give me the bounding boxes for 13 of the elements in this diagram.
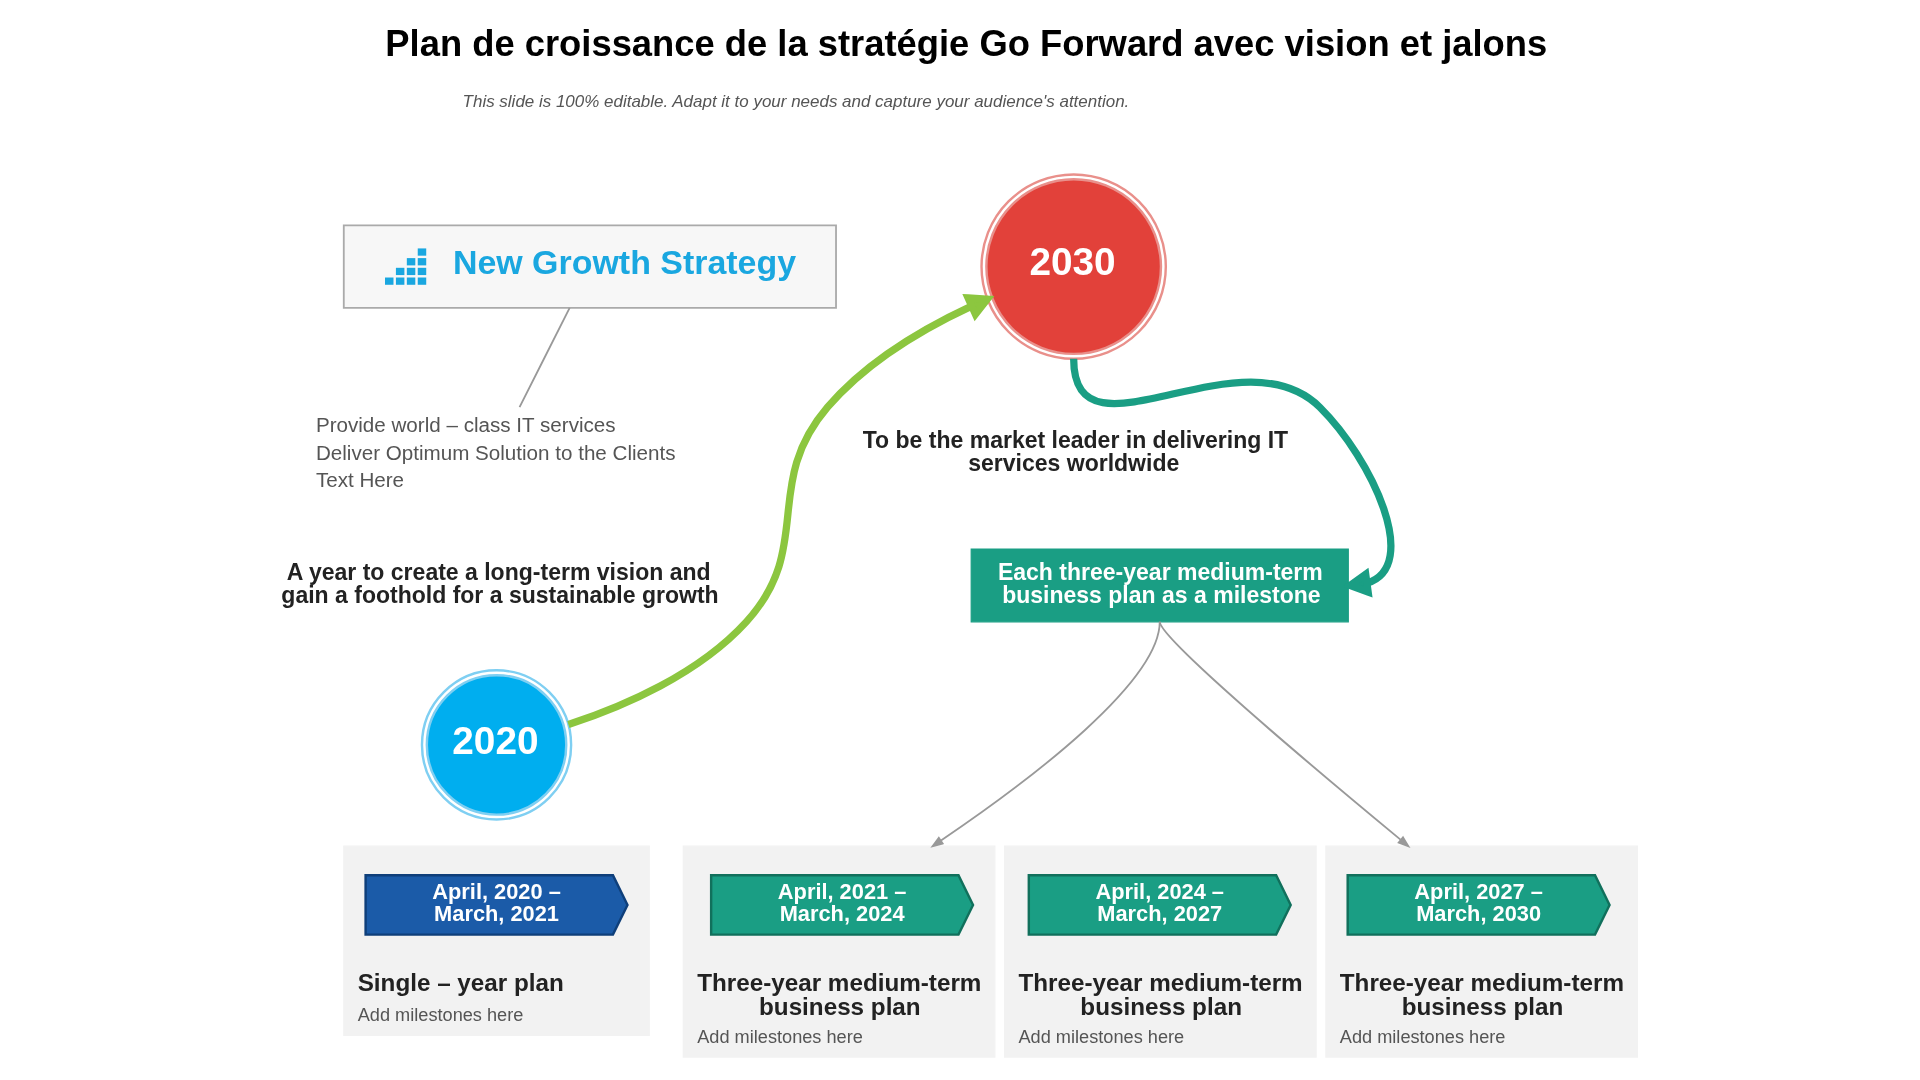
node-label: To be the market leader in delivering IT services worldwide xyxy=(862,427,1289,477)
node-text: Provide world – class IT services Deliver Optimum Solution to the Clients Text Here xyxy=(315,412,676,492)
node-box: Each three-year medium-term business plan as a milestone xyxy=(970,548,1349,623)
node-circle: 2020 xyxy=(420,669,573,821)
diagram-title: Plan de croissance de la stratégie Go Forward avec vision et jalons xyxy=(385,23,1548,65)
arrow xyxy=(1070,358,1395,598)
arrow xyxy=(567,293,995,728)
node-label: A year to create a long-term vision and gain a foothold for a sustainable growth xyxy=(281,558,719,608)
arrow xyxy=(1158,620,1411,848)
node-circle: 2030 xyxy=(980,173,1167,360)
connector xyxy=(518,307,571,409)
node-box: New Growth Strategy xyxy=(342,224,837,309)
label: This slide is 100% editable. Adapt it to your needs and capture your audience's attention. xyxy=(462,92,1130,112)
